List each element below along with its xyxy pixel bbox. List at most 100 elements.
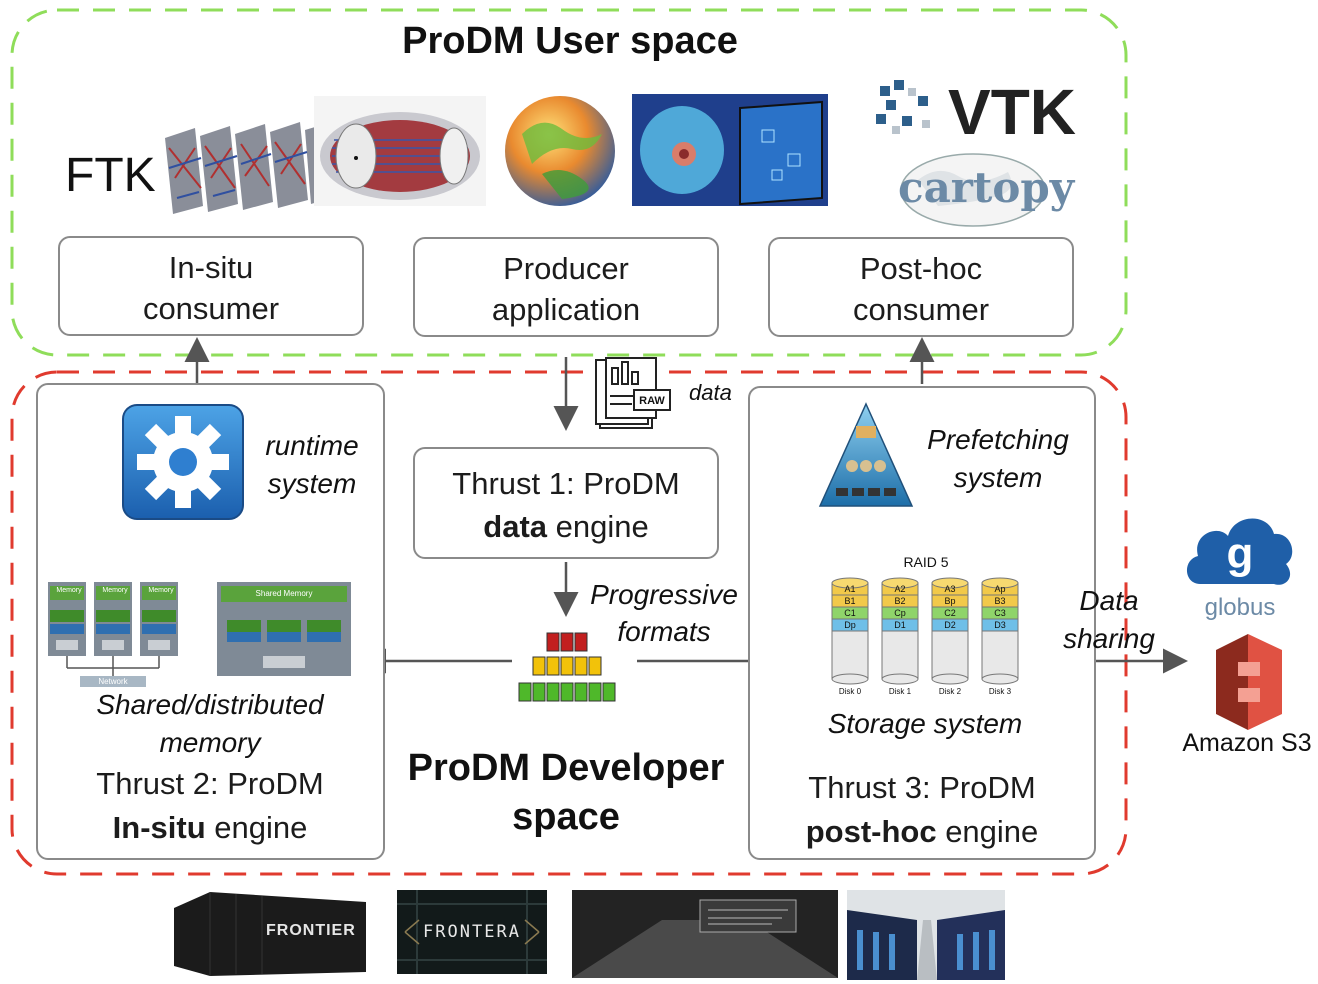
memory-caption-line1: Shared/distributed: [96, 689, 324, 720]
disk0-cell-2: C1: [844, 608, 856, 618]
cell-macro-scale-image: [632, 94, 828, 206]
memory-caption-line2: memory: [159, 727, 261, 758]
frontera-supercomputer-image: FRONTERA: [397, 890, 547, 974]
disk3-name: Disk 3: [988, 687, 1012, 696]
globus-cloud-icon: g: [1186, 518, 1293, 585]
thrust2-line2: In-situ engine: [40, 806, 380, 850]
tokamak-image: [314, 96, 486, 206]
disk3-cell-1: B3: [994, 596, 1006, 606]
disk1-cell-0: A2: [894, 584, 906, 594]
developer-space-title-line1: ProDM Developer: [407, 747, 725, 789]
thrust3-bold: post-hoc: [805, 814, 937, 849]
cartopy-logo: cartopy: [898, 150, 1075, 228]
disk2-cell-3: D2: [944, 620, 956, 630]
posthoc-consumer-line2: consumer: [852, 292, 990, 327]
distributed-memory-diagram: Memory Memory Memory Network: [46, 582, 181, 688]
mem-label-2: Memory: [102, 587, 128, 594]
disk3-cell-3: D3: [994, 620, 1006, 630]
disk1-cell-3: D1: [894, 620, 906, 630]
producer-line1: Producer: [503, 251, 629, 286]
posthoc-consumer-box: Post-hoc consumer: [768, 237, 1074, 337]
thrust1-rest: engine: [547, 509, 649, 544]
thrust3-rest: engine: [936, 814, 1039, 849]
kentucky-datacenter-image: [572, 890, 838, 978]
thrust2-line1: Thrust 2: ProDM: [96, 766, 324, 801]
insitu-consumer-box: In-situ consumer: [58, 236, 364, 336]
shared-memory-label: Shared Memory: [255, 589, 313, 598]
vtk-logo: VTK: [872, 76, 1092, 150]
thrust1-bold: data: [483, 509, 548, 544]
raid-label: RAID 5: [903, 554, 949, 570]
svg-text:g: g: [1227, 529, 1254, 578]
summit-supercomputer-image: [847, 890, 1005, 980]
storage-caption: Storage system: [827, 708, 1023, 739]
raw-data-document-icon: RAW: [592, 350, 674, 432]
ftk-logo: FTK: [65, 118, 331, 218]
data-sharing-line1: Data: [1079, 585, 1139, 616]
document-icon: [595, 357, 671, 429]
globus-label: globus: [1204, 594, 1276, 621]
vtk-mark-icon: [876, 80, 930, 134]
raw-label: RAW: [639, 395, 665, 407]
developer-space-region: [10, 370, 1128, 876]
progressive-formats-pyramid: [518, 632, 616, 702]
thrust1-box: Thrust 1: ProDM data engine: [413, 447, 719, 559]
disk2-cell-0: A3: [944, 584, 956, 594]
frontier-label: FRONTIER: [266, 922, 356, 939]
thrust2-bold: In-situ: [112, 810, 206, 845]
progressive-caption-line1: Progressive: [590, 579, 738, 610]
mem-label-1: Memory: [56, 587, 82, 594]
runtime-caption-line1: runtime: [265, 430, 359, 461]
frontier-graphic: [174, 892, 366, 976]
user-space-region: [10, 8, 1128, 357]
frontier-supercomputer-image: FRONTIER: [170, 888, 366, 976]
ftk-graphic: [165, 122, 331, 214]
thrust3-line1: Thrust 3: ProDM: [808, 770, 1036, 805]
thrust3-line2: post-hoc engine: [752, 810, 1092, 854]
producer-line2: application: [491, 292, 641, 327]
progressive-caption-line2: formats: [617, 616, 711, 647]
data-label: data: [689, 380, 732, 405]
runtime-caption-line2: system: [267, 468, 357, 499]
gear-icon: [122, 404, 244, 520]
vtk-label: VTK: [948, 76, 1076, 148]
mem-label-3: Memory: [148, 587, 174, 594]
developer-space-title-line2: space: [512, 796, 620, 838]
thrust1-line1: Thrust 1: ProDM: [452, 466, 680, 501]
prefetch-caption-line1: Prefetching: [927, 424, 1069, 455]
disk1-cell-1: B2: [894, 596, 906, 606]
disk1-name: Disk 1: [888, 687, 912, 696]
user-space-title: ProDM User space: [402, 20, 738, 62]
insitu-consumer-line2: consumer: [142, 291, 280, 326]
ftk-label: FTK: [65, 149, 156, 202]
disk3-cell-2: C3: [994, 608, 1006, 618]
network-label: Network: [98, 677, 128, 686]
posthoc-consumer-line1: Post-hoc: [859, 251, 983, 286]
frontera-graphic: [397, 890, 547, 974]
amazon-s3-icon: [1216, 634, 1282, 730]
insitu-consumer-line1: In-situ: [168, 250, 254, 285]
prefetching-pyramid: [818, 402, 914, 507]
thrust1-line2: data engine: [415, 505, 717, 549]
shared-memory-diagram: Shared Memory: [217, 582, 351, 676]
distributed-memory-graphic: [48, 582, 178, 687]
disk2-name: Disk 2: [938, 687, 962, 696]
disk0-name: Disk 0: [838, 687, 862, 696]
disk0-cell-1: B1: [844, 596, 856, 606]
posthoc-engine-panel: [748, 386, 1096, 860]
cartopy-label: cartopy: [898, 163, 1075, 212]
shared-memory-graphic: [217, 582, 351, 676]
disk0-cell-3: Dp: [844, 620, 856, 630]
thrust2-rest: engine: [205, 810, 308, 845]
disk3-cell-0: Ap: [994, 584, 1006, 594]
cartopy-globe-icon: [900, 153, 1046, 227]
disk2-cell-1: Bp: [944, 596, 956, 606]
data-sharing-line2: sharing: [1063, 623, 1155, 654]
disk1-cell-2: Cp: [894, 608, 906, 618]
raid-disks-graphic: [831, 577, 1019, 685]
